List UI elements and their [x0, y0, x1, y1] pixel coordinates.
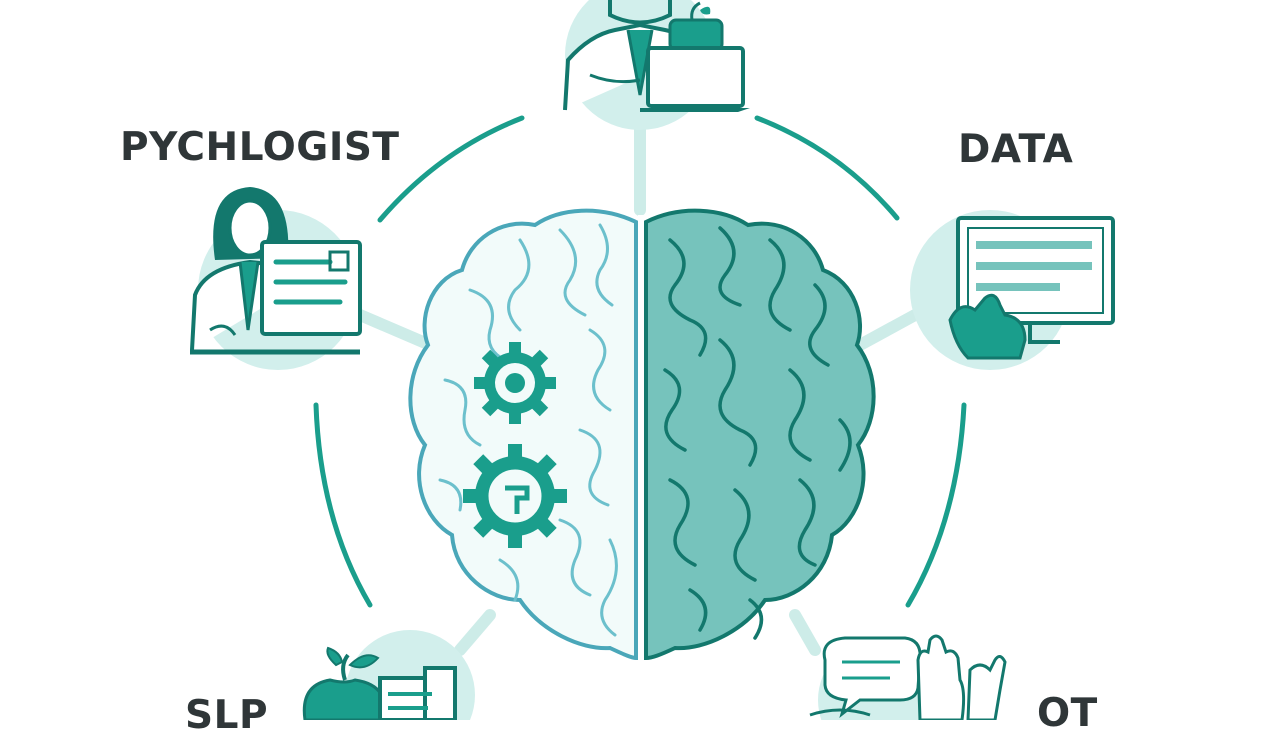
psychologist-label: PYCHLOGIST	[120, 125, 400, 170]
brain-left-hemisphere	[408, 208, 638, 661]
team-diagram	[190, 0, 1115, 720]
brain-right-hemisphere	[644, 208, 876, 661]
spoke-bottom-left	[454, 609, 496, 656]
outer-ring	[313, 115, 967, 608]
spoke-right	[854, 309, 921, 351]
data-monitor-icon	[910, 210, 1115, 370]
apple-book-icon	[302, 630, 475, 720]
connector-spokes	[354, 114, 921, 656]
gear-icon-upper	[474, 342, 556, 424]
ring-arc-right	[905, 402, 967, 608]
slp-label: SLP	[185, 693, 269, 738]
brain-icon	[408, 208, 876, 661]
teacher-laptop-icon	[563, 0, 750, 130]
ring-arc-left	[313, 402, 373, 608]
spoke-bottom-right	[789, 609, 821, 656]
data-label: DATA	[958, 127, 1074, 172]
spoke-left	[354, 309, 436, 351]
ring-arc-top-left	[377, 115, 525, 223]
ot-label: OT	[1037, 691, 1098, 736]
speech-hand-icon	[809, 634, 1007, 720]
psychologist-document-icon	[190, 187, 362, 370]
gear-icon-lower	[463, 444, 567, 548]
ring-arc-top-right	[754, 115, 900, 221]
